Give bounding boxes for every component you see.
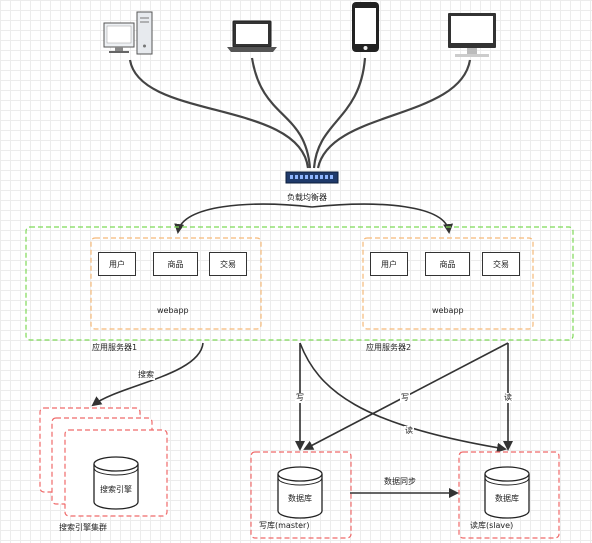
master-db-node-label: 数据库 (288, 494, 312, 503)
load-balancer-label: 负载均衡器 (286, 193, 328, 203)
webapp-2-label: webapp (432, 306, 464, 315)
module-box-trade-1: 交易 (209, 252, 247, 276)
slave-db-label: 读库(slave) (470, 521, 514, 530)
app-server-container (25, 226, 574, 341)
master-db-box (250, 451, 352, 539)
load-balancer-icon (285, 171, 339, 184)
search-edge-label: 搜索 (137, 370, 155, 380)
slave-db-node-label: 数据库 (495, 494, 519, 503)
search-edge (91, 342, 204, 407)
app-server-1-label: 应用服务器1 (92, 343, 138, 352)
master-db-label: 写库(master) (259, 521, 310, 530)
search-engine-node-label: 搜索引擎 (100, 485, 132, 494)
module-box-user-1: 用户 (98, 252, 136, 276)
smartphone-icon (352, 2, 379, 52)
client-connections (128, 57, 472, 169)
webapp-1-label: webapp (157, 306, 189, 315)
search-engine-cylinder (93, 456, 139, 510)
slave-db-box (458, 451, 560, 539)
module-box-trade-2: 交易 (482, 252, 520, 276)
read-edge-right-label: 读 (503, 393, 513, 403)
read-cross-edge (299, 342, 507, 453)
sync-edge-label: 数据同步 (384, 477, 416, 486)
write-edge-left-label: 写 (295, 393, 305, 403)
lb-to-server1-edge (174, 203, 313, 234)
module-box-user-2: 用户 (370, 252, 408, 276)
webapp-2-box (362, 237, 534, 330)
laptop-icon (227, 20, 277, 52)
app-server-2-label: 应用服务器2 (366, 343, 412, 352)
webapp-1-box (90, 237, 262, 330)
slave-db-cylinder (484, 466, 530, 519)
master-db-cylinder (277, 466, 323, 519)
module-box-product-1: 商品 (153, 252, 198, 276)
module-box-product-2: 商品 (425, 252, 470, 276)
desktop-computer-icon (103, 11, 153, 55)
monitor-icon (448, 13, 496, 57)
search-cluster-label: 搜索引擎集群 (59, 523, 107, 532)
read-cross-edge-label: 读 (404, 426, 414, 436)
write-edge-right-label: 写 (400, 393, 410, 403)
lb-to-server2-edge (311, 203, 454, 234)
